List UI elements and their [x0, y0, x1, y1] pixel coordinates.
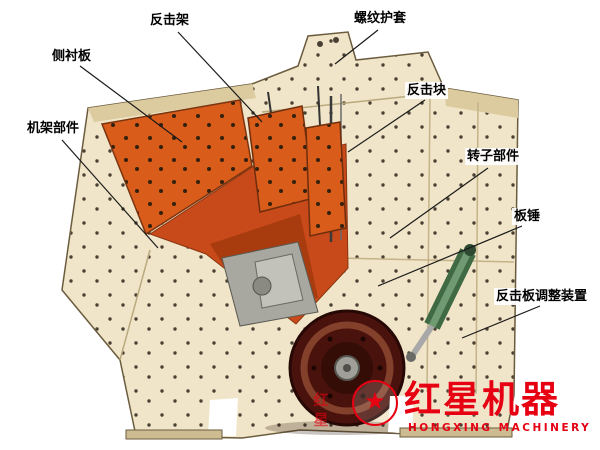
side-liner-plate-graphic [100, 99, 253, 236]
watermark-brand-text: 红星机器 [404, 378, 560, 421]
leader-rotor-parts [389, 167, 489, 239]
label-blow-bar: 板锤 [512, 208, 543, 225]
label-adjusting-device: 反击板调整装置 [494, 288, 590, 305]
leader-threaded-sleeve [334, 29, 379, 65]
hongxing-logo-icon: ★ [352, 380, 398, 426]
watermark-subtitle-text: HONGXING MACHINERY [408, 422, 592, 434]
label-side-liner-plate: 侧衬板 [50, 48, 94, 65]
label-rotor-parts: 转子部件 [465, 148, 522, 165]
leader-lines [61, 29, 541, 339]
label-impact-frame: 反击架 [148, 12, 192, 29]
leader-impact-frame [177, 31, 263, 123]
label-impact-block: 反击块 [405, 82, 449, 99]
hydraulic-cylinder [406, 244, 476, 362]
leader-blow-bar [377, 225, 523, 287]
leader-adjusting-device [461, 305, 541, 339]
base-frame [119, 249, 513, 440]
rotor-housing-blocks [221, 241, 319, 327]
leader-impact-block [347, 99, 426, 153]
leader-frame-parts [61, 139, 159, 249]
watermark-ghost-characters: 红星 [313, 391, 329, 429]
label-threaded-sleeve: 螺纹护套 [352, 10, 409, 27]
leader-side-liner-plate [79, 65, 183, 143]
impact-curtains [247, 85, 347, 242]
label-frame-parts: 机架部件 [25, 120, 82, 137]
